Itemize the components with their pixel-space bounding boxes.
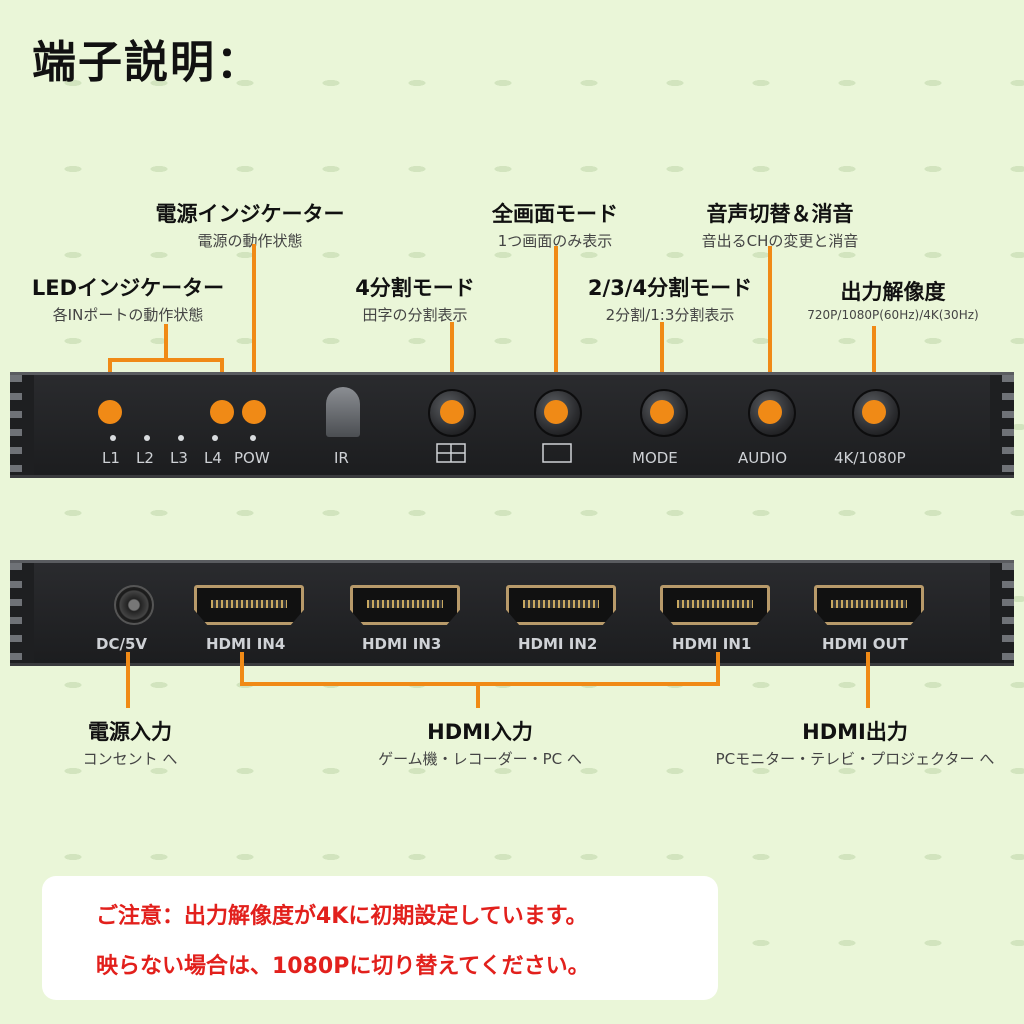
hdmi-output-desc: PCモニター・テレビ・プロジェクター へ	[715, 750, 995, 768]
led-l4	[212, 435, 218, 441]
full-mode-desc: 1つ画面のみ表示	[497, 232, 613, 250]
back-panel-face: DC/5V HDMI IN4 HDMI IN3 HDMI IN2 HDMI IN…	[34, 563, 990, 663]
quad-connector	[450, 322, 454, 412]
in4-connector	[240, 652, 244, 684]
right-fins	[1002, 375, 1014, 475]
quad-button-marker	[440, 400, 464, 424]
hdmi-input-title: HDMI入力	[427, 720, 533, 744]
front-panel: L1 L2 L3 L4 POW IR MODE AUDIO 4K/1080P	[10, 372, 1014, 478]
resolution-button-label: 4K/1080P	[834, 449, 906, 467]
audio-switch-label: 音声切替＆消音 音出るCHの変更と消音	[670, 198, 890, 251]
page-title: 端子説明：	[32, 37, 262, 88]
led-l3	[178, 435, 184, 441]
hdmi-input-desc: ゲーム機・レコーダー・PC へ	[378, 750, 582, 768]
output-resolution-title: 出力解像度	[840, 280, 946, 304]
audio-button-label: AUDIO	[738, 449, 788, 467]
power-input-label: 電源入力 コンセント へ	[40, 716, 220, 769]
hdmi-in3-port[interactable]	[350, 585, 460, 625]
led-l1-marker	[98, 400, 122, 424]
ir-sensor	[326, 387, 360, 437]
caution-line-2: 映らない場合は、1080Pに切り替えてください。	[96, 954, 590, 979]
multi-mode-label: 2/3/4分割モード 2分割/1:3分割表示	[570, 272, 770, 325]
full-button-marker	[544, 400, 568, 424]
hdmi-out-port[interactable]	[814, 585, 924, 625]
mode-button-label: MODE	[632, 449, 678, 467]
output-resolution-label: 出力解像度 720P/1080P(60Hz)/4K(30Hz)	[778, 276, 1008, 322]
dc-jack[interactable]	[114, 585, 154, 625]
led-l2-label: L2	[136, 449, 154, 467]
audio-switch-desc: 音出るCHの変更と消音	[701, 232, 859, 250]
led-pow-label: POW	[234, 449, 270, 467]
led-connector-bar	[108, 358, 224, 362]
hdmi-output-title: HDMI出力	[802, 720, 908, 744]
caution-line-1: ご注意：出力解像度が4Kに初期設定しています。	[96, 904, 588, 929]
multi-connector	[660, 322, 664, 412]
hdmi-in1-port[interactable]	[660, 585, 770, 625]
quad-mode-label: 4分割モード 田字の分割表示	[330, 272, 500, 325]
res-connector	[872, 326, 876, 412]
hdmi-in4-port[interactable]	[194, 585, 304, 625]
right-fins-back	[1002, 563, 1014, 663]
led-connector-stem	[164, 324, 168, 360]
power-input-desc: コンセント へ	[82, 750, 178, 768]
output-resolution-desc: 720P/1080P(60Hz)/4K(30Hz)	[807, 308, 979, 322]
hdmi-output-label: HDMI出力 PCモニター・テレビ・プロジェクター へ	[700, 716, 1010, 769]
power-indicator-desc: 電源の動作状態	[197, 232, 303, 250]
quad-grid-icon	[436, 443, 466, 463]
audio-button-marker	[758, 400, 782, 424]
led-pow-marker	[242, 400, 266, 424]
multi-mode-title: 2/3/4分割モード	[587, 276, 753, 300]
led-pow	[250, 435, 256, 441]
power-indicator-label: 電源インジケーター 電源の動作状態	[150, 198, 350, 251]
led-l4-marker	[210, 400, 234, 424]
hdmi-in1-label: HDMI IN1	[672, 635, 752, 653]
full-mode-title: 全画面モード	[492, 202, 618, 226]
full-mode-label: 全画面モード 1つ画面のみ表示	[470, 198, 640, 251]
full-connector	[554, 246, 558, 412]
caution-note: ご注意：出力解像度が4Kに初期設定しています。 映らない場合は、1080Pに切り…	[42, 876, 718, 1000]
hdmi-in2-label: HDMI IN2	[518, 635, 598, 653]
res-button-marker	[862, 400, 886, 424]
led-indicator-desc: 各INポートの動作状態	[52, 306, 204, 324]
led-l1	[110, 435, 116, 441]
hdmi-in-stem	[476, 684, 480, 708]
hdmi-in2-port[interactable]	[506, 585, 616, 625]
led-indicator-title: LEDインジケーター	[31, 276, 225, 300]
led-l4-label: L4	[204, 449, 222, 467]
front-panel-face: L1 L2 L3 L4 POW IR MODE AUDIO 4K/1080P	[34, 375, 990, 475]
led-l1-label: L1	[102, 449, 120, 467]
dc-connector	[126, 652, 130, 708]
audio-connector	[768, 246, 772, 412]
audio-switch-title: 音声切替＆消音	[706, 202, 854, 226]
left-fins-back	[10, 563, 22, 663]
led-indicator-label: LEDインジケーター 各INポートの動作状態	[28, 272, 228, 325]
in1-connector	[716, 652, 720, 684]
power-connector	[252, 244, 256, 410]
hdmi-out-label: HDMI OUT	[822, 635, 908, 653]
power-input-title: 電源入力	[88, 720, 172, 744]
hdmi-input-label: HDMI入力 ゲーム機・レコーダー・PC へ	[350, 716, 610, 769]
multi-mode-desc: 2分割/1:3分割表示	[605, 306, 735, 324]
back-panel: DC/5V HDMI IN4 HDMI IN3 HDMI IN2 HDMI IN…	[10, 560, 1014, 666]
dc-label: DC/5V	[96, 635, 147, 653]
power-indicator-title: 電源インジケーター	[155, 202, 345, 226]
hdmi-in4-label: HDMI IN4	[206, 635, 286, 653]
left-fins	[10, 375, 22, 475]
led-l3-label: L3	[170, 449, 188, 467]
quad-mode-desc: 田字の分割表示	[362, 306, 468, 324]
full-screen-icon	[542, 443, 572, 463]
ir-label: IR	[334, 449, 349, 467]
hdmi-in3-label: HDMI IN3	[362, 635, 442, 653]
led-l2	[144, 435, 150, 441]
mode-button-marker	[650, 400, 674, 424]
out-connector	[866, 652, 870, 708]
hdmi-in-bar	[240, 682, 720, 686]
quad-mode-title: 4分割モード	[355, 276, 475, 300]
